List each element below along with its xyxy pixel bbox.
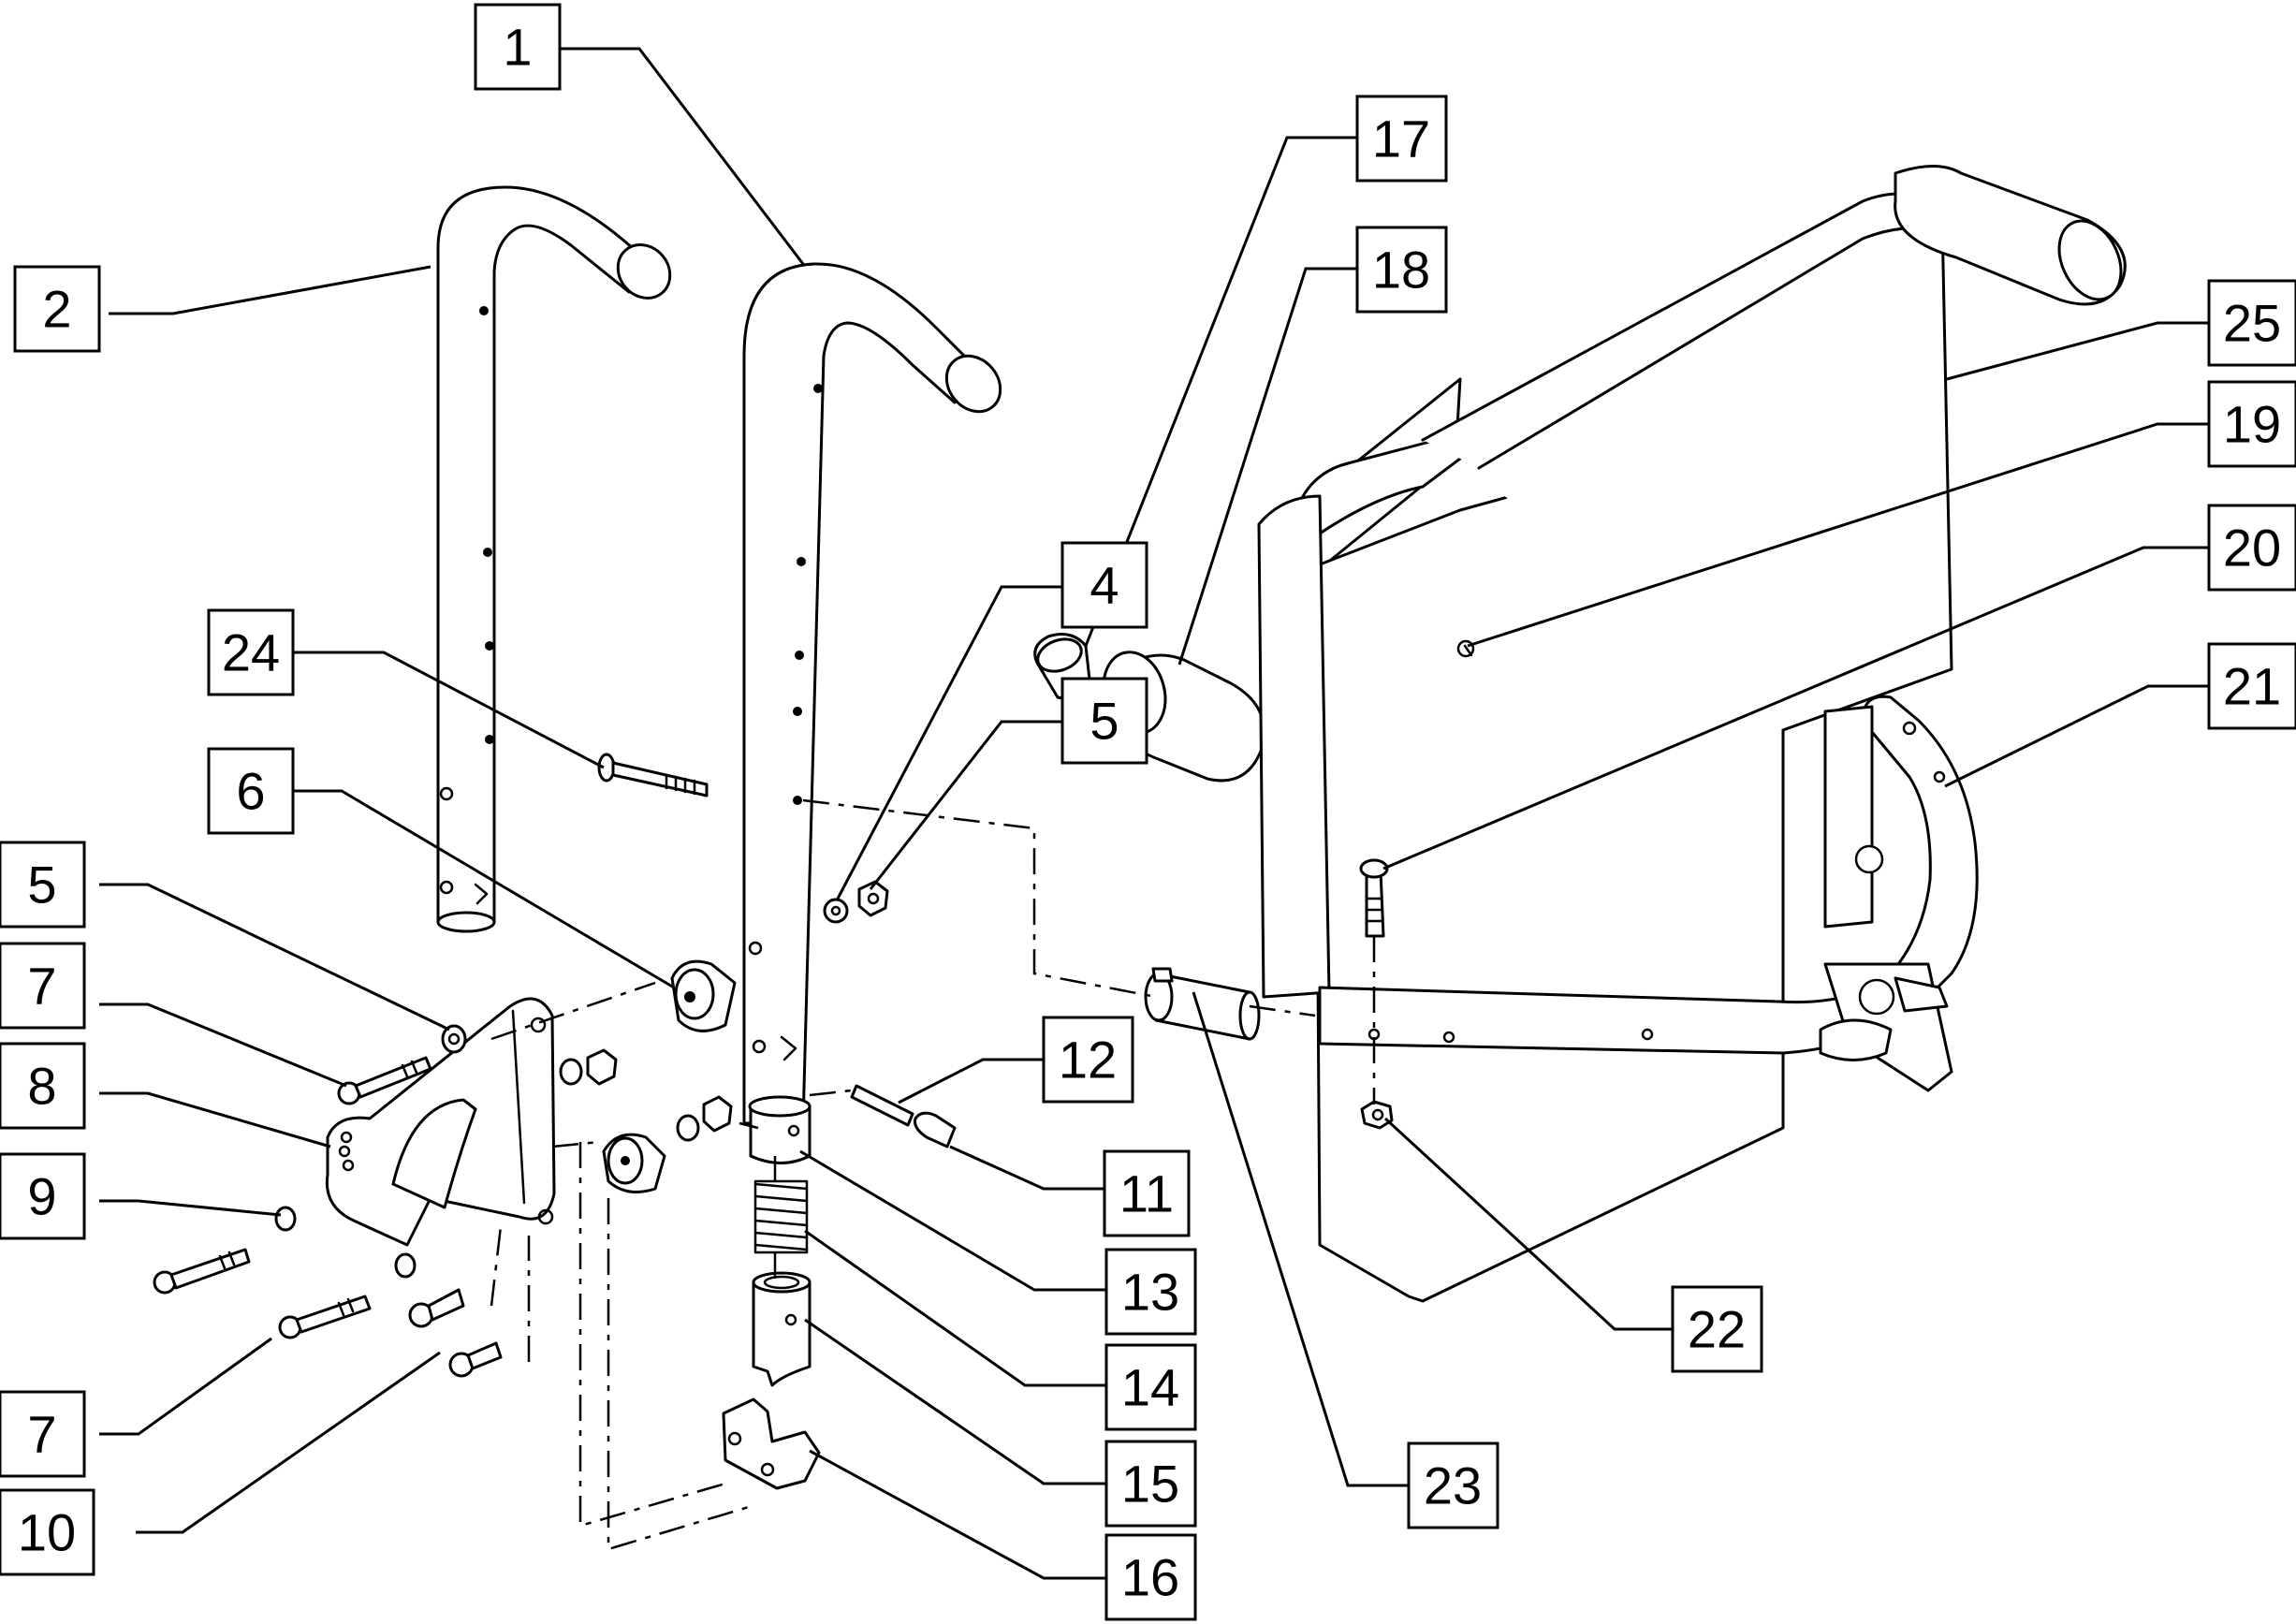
part-2-left-tube — [436, 185, 672, 933]
callout-23: 23 — [1407, 1441, 1499, 1529]
callout-4-label: 4 — [1090, 556, 1119, 615]
callout-22: 22 — [1671, 1285, 1763, 1373]
part-12-pin — [850, 1084, 914, 1127]
callout-8-label: 8 — [27, 1057, 56, 1116]
callout-16: 16 — [1104, 1533, 1197, 1621]
part-4-washer — [823, 898, 849, 924]
part-5-washer-left — [441, 1024, 467, 1054]
part-9-washer — [274, 1206, 297, 1232]
callout-7-lower: 7 — [0, 1390, 86, 1478]
part-1-main-tube — [742, 262, 1002, 1125]
callout-1-label: 1 — [503, 18, 532, 77]
callout-20-label: 20 — [2223, 519, 2281, 578]
callout-24: 24 — [207, 608, 295, 696]
callout-12-label: 12 — [1059, 1031, 1117, 1090]
callout-17: 17 — [1355, 95, 1448, 183]
part-8-bracket-plate — [325, 997, 556, 1247]
part-9-screw — [153, 1248, 251, 1295]
callout-9: 9 — [0, 1152, 86, 1240]
callout-12: 12 — [1042, 1016, 1134, 1104]
callout-15: 15 — [1104, 1440, 1197, 1528]
part-24-long-screw — [597, 753, 709, 797]
callout-10-label: 10 — [18, 1503, 76, 1562]
callout-7-lower-label: 7 — [27, 1405, 56, 1464]
part-20-bolt — [1359, 858, 1389, 938]
callout-17-label: 17 — [1372, 110, 1430, 168]
callout-7-upper-label: 7 — [27, 957, 56, 1016]
callout-16-label: 16 — [1121, 1548, 1179, 1607]
callout-22-label: 22 — [1688, 1300, 1746, 1359]
part-16-clamp — [722, 1397, 821, 1490]
callout-5-left-label: 5 — [27, 856, 56, 914]
callout-9-label: 9 — [27, 1167, 56, 1226]
callout-25-label: 25 — [2223, 294, 2281, 353]
callout-2-label: 2 — [42, 280, 71, 339]
part-7-screw-lower — [278, 1252, 417, 1339]
callout-19: 19 — [2207, 380, 2296, 468]
part-15-lower-sleeve — [752, 1271, 812, 1387]
callout-11: 11 — [1103, 1149, 1191, 1237]
callout-13: 13 — [1104, 1248, 1197, 1336]
leader-lines — [99, 47, 2209, 1580]
callout-18-label: 18 — [1372, 241, 1430, 300]
callout-8: 8 — [0, 1042, 86, 1130]
callout-7-upper: 7 — [0, 942, 86, 1030]
callout-5-upper-label: 5 — [1090, 692, 1119, 751]
callout-5-upper: 5 — [1060, 677, 1148, 765]
callout-10: 10 — [0, 1488, 95, 1576]
callout-19-label: 19 — [2223, 395, 2281, 454]
callout-1: 1 — [474, 3, 562, 91]
callout-6-label: 6 — [236, 762, 265, 821]
callout-25: 25 — [2207, 279, 2296, 367]
callout-15-label: 15 — [1121, 1455, 1179, 1514]
callout-24-label: 24 — [222, 623, 280, 682]
part-11-sleeve — [914, 1111, 957, 1149]
alignment-lines — [490, 798, 1376, 1551]
part-25-backrest — [1257, 165, 2127, 1303]
part-10-shoulder-bolts — [408, 1288, 503, 1378]
callout-13-label: 13 — [1121, 1263, 1179, 1322]
part-21-side-rail — [1318, 695, 1979, 1092]
callout-5-left: 5 — [0, 841, 86, 929]
part-23-bushing — [1144, 967, 1261, 1041]
callout-4: 4 — [1060, 541, 1148, 629]
callout-23-label: 23 — [1424, 1456, 1482, 1515]
callout-2: 2 — [13, 265, 101, 353]
callout-14: 14 — [1104, 1343, 1197, 1431]
callout-6: 6 — [207, 747, 295, 835]
callout-11-label: 11 — [1119, 1164, 1174, 1223]
callout-14-label: 14 — [1121, 1358, 1179, 1417]
bracket-nuts — [559, 1048, 733, 1194]
part-6-bumper — [670, 959, 737, 1032]
part-22-nut — [1360, 1100, 1394, 1130]
part-14-spring — [753, 1179, 809, 1254]
callout-21: 21 — [2207, 642, 2296, 730]
callout-20: 20 — [2207, 504, 2296, 592]
part-7-screw-upper — [337, 1056, 432, 1105]
callout-18: 18 — [1355, 226, 1448, 314]
callout-21-label: 21 — [2223, 657, 2281, 716]
